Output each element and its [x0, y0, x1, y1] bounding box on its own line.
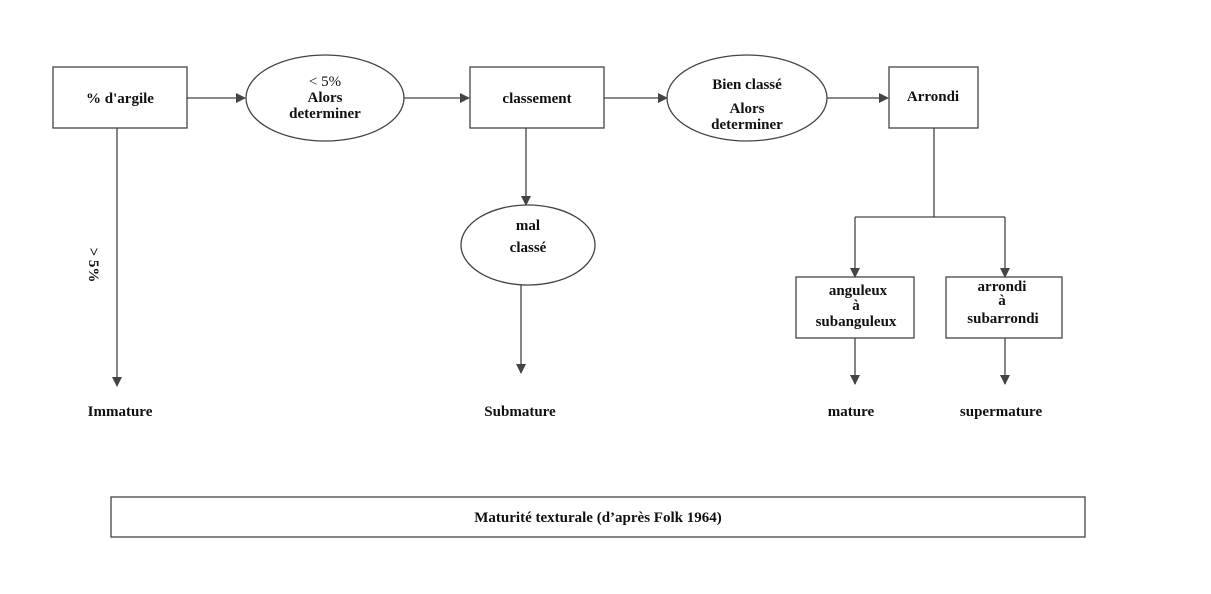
node-label: arrondi — [978, 279, 1027, 295]
node-label: anguleux — [829, 283, 888, 299]
node-anguleux: anguleux à subanguleux — [795, 276, 915, 339]
node-label: Alors — [730, 101, 765, 117]
caption-text: Maturité texturale (d’après Folk 1964) — [474, 510, 721, 526]
node-less5: < 5% Alors determiner — [245, 54, 405, 142]
outcome-supermature: supermature — [960, 404, 1043, 420]
node-label: Bien classé — [712, 77, 782, 93]
node-label: classement — [502, 91, 571, 107]
node-label: Arrondi — [907, 89, 959, 105]
node-label: Alors — [308, 90, 343, 106]
node-label: subarrondi — [967, 311, 1038, 327]
node-label: < 5% — [309, 74, 341, 90]
outcome-submature: Submature — [484, 404, 556, 420]
node-arrondi-subarrondi: arrondi à subarrondi — [945, 276, 1063, 339]
node-argile: % d'argile — [52, 66, 188, 129]
node-label: % d'argile — [86, 91, 154, 107]
node-label: determiner — [711, 117, 783, 133]
outcome-immature: Immature — [88, 404, 153, 420]
outcome-mature: mature — [828, 404, 875, 420]
node-classement: classement — [469, 66, 605, 129]
node-label: determiner — [289, 106, 361, 122]
node-label: classé — [510, 240, 547, 256]
node-bien-classe: Bien classé Alors determiner — [666, 54, 828, 142]
node-label: à — [998, 293, 1006, 309]
connectors — [112, 93, 1010, 387]
edge-label-more5: > 5% — [85, 248, 101, 283]
node-label: subanguleux — [816, 314, 897, 330]
node-arrondi: Arrondi — [888, 66, 979, 129]
caption-box: Maturité texturale (d’après Folk 1964) — [110, 496, 1086, 538]
node-label: mal — [516, 218, 540, 234]
node-mal-classe: mal classé — [460, 204, 596, 286]
node-label: à — [852, 298, 860, 314]
